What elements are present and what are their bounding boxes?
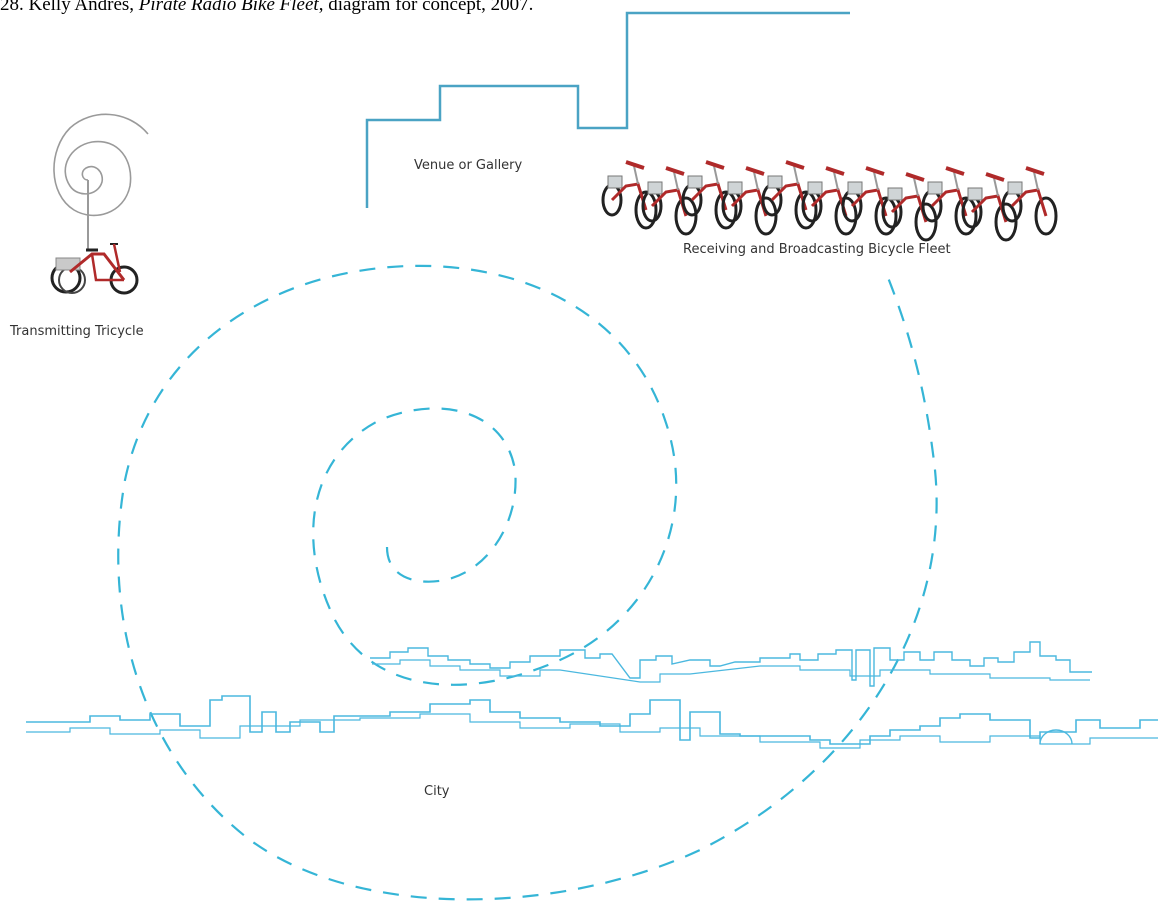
skyline-dome bbox=[1039, 729, 1073, 745]
label-tricycle: Transmitting Tricycle bbox=[10, 324, 144, 339]
fleet-bicycle bbox=[801, 166, 858, 236]
fleet-bicycle-handlebar bbox=[825, 166, 845, 176]
fleet-bicycle-stem bbox=[753, 171, 759, 191]
fleet-bicycle-handlebar bbox=[985, 172, 1005, 182]
fleet-bicycle-handlebar bbox=[1025, 166, 1045, 176]
fleet-bicycle-frame bbox=[770, 182, 808, 211]
bicycle-fleet-icon bbox=[601, 160, 1058, 242]
fleet-bicycle-front-wheel bbox=[994, 202, 1018, 242]
fleet-bicycle-stem bbox=[633, 165, 639, 185]
fleet-bicycle-frame bbox=[850, 188, 888, 217]
fleet-bicycle-front-wheel bbox=[834, 196, 858, 236]
venue-outline bbox=[365, 11, 850, 208]
fleet-bicycle bbox=[681, 160, 738, 230]
fleet-bicycle-radio-box bbox=[687, 175, 703, 189]
fleet-bicycle-radio-box bbox=[727, 181, 743, 195]
skyline-front bbox=[26, 695, 1158, 745]
fleet-bicycle-stem bbox=[993, 177, 999, 197]
fleet-bicycle-front-wheel bbox=[754, 196, 778, 236]
fleet-bicycle-handlebar bbox=[665, 166, 685, 176]
fleet-bicycle bbox=[761, 160, 818, 230]
fleet-bicycle-frame bbox=[610, 182, 648, 211]
fleet-bicycle-stem bbox=[793, 165, 799, 185]
caption-title: Pirate Radio Bike Fleet bbox=[138, 0, 319, 15]
fleet-bicycle bbox=[841, 166, 898, 236]
skyline-back-2 bbox=[372, 659, 1090, 683]
caption-details: , diagram for concept, 2007. bbox=[318, 0, 534, 15]
fleet-bicycle-radio-box bbox=[647, 181, 663, 195]
fleet-bicycle-frame bbox=[1010, 188, 1048, 217]
tricycle-stem bbox=[112, 243, 122, 273]
fleet-bicycle-radio-box bbox=[887, 187, 903, 201]
tricycle-with-spiral-antenna-icon bbox=[50, 113, 149, 295]
fleet-bicycle-front-wheel bbox=[714, 190, 738, 230]
fleet-bicycle-handlebar bbox=[945, 166, 965, 176]
fleet-bicycle-frame bbox=[690, 182, 728, 211]
broadcast-signal-spiral bbox=[117, 264, 938, 901]
fleet-bicycle-stem bbox=[673, 171, 679, 191]
antenna-spiral bbox=[53, 113, 149, 217]
fleet-bicycle-front-wheel bbox=[874, 196, 898, 236]
fleet-bicycle-radio-box bbox=[1007, 181, 1023, 195]
fleet-bicycle bbox=[921, 166, 978, 236]
fleet-bicycle-handlebar bbox=[745, 166, 765, 176]
label-fleet: Receiving and Broadcasting Bicycle Fleet bbox=[683, 242, 951, 257]
skyline-back bbox=[370, 641, 1092, 687]
tricycle-frame bbox=[69, 252, 126, 281]
tricycle-frame-2 bbox=[90, 253, 124, 282]
fleet-bicycle-front-wheel bbox=[1034, 196, 1058, 236]
fleet-bicycle bbox=[641, 166, 698, 236]
fleet-bicycle-stem bbox=[833, 171, 839, 191]
fleet-bicycle-stem bbox=[873, 171, 879, 191]
fleet-bicycle bbox=[1001, 166, 1058, 236]
fleet-bicycle-stem bbox=[713, 165, 719, 185]
fleet-bicycle-handlebar bbox=[705, 160, 725, 170]
label-city: City bbox=[424, 784, 450, 799]
fleet-bicycle-handlebar bbox=[785, 160, 805, 170]
fleet-bicycle bbox=[601, 160, 658, 230]
fleet-bicycle-front-wheel bbox=[794, 190, 818, 230]
fleet-bicycle-front-wheel bbox=[914, 202, 938, 242]
label-venue: Venue or Gallery bbox=[414, 158, 523, 173]
fleet-bicycle-radio-box bbox=[847, 181, 863, 195]
fleet-bicycle-stem bbox=[953, 171, 959, 191]
fleet-bicycle-radio-box bbox=[927, 181, 943, 195]
fleet-bicycle bbox=[961, 172, 1018, 242]
fleet-bicycle-frame bbox=[930, 188, 968, 217]
figure-caption: 28. Kelly Andres, Pirate Radio Bike Flee… bbox=[0, 0, 533, 16]
fleet-bicycle-radio-box bbox=[607, 175, 623, 189]
fleet-bicycle-handlebar bbox=[905, 172, 925, 182]
fleet-bicycle-front-wheel bbox=[954, 196, 978, 236]
fleet-bicycle-handlebar bbox=[865, 166, 885, 176]
fleet-bicycle-stem bbox=[913, 177, 919, 197]
fleet-bicycle-front-wheel bbox=[674, 196, 698, 236]
skyline-front-2 bbox=[26, 713, 1158, 749]
fleet-bicycle-radio-box bbox=[767, 175, 783, 189]
fleet-bicycle-radio-box bbox=[807, 181, 823, 195]
fleet-bicycle-handlebar bbox=[625, 160, 645, 170]
fleet-bicycle-radio-box bbox=[967, 187, 983, 201]
caption-author: 28. Kelly Andres, bbox=[0, 0, 139, 15]
fleet-bicycle-stem bbox=[1033, 171, 1039, 191]
fleet-bicycle-front-wheel bbox=[634, 190, 658, 230]
